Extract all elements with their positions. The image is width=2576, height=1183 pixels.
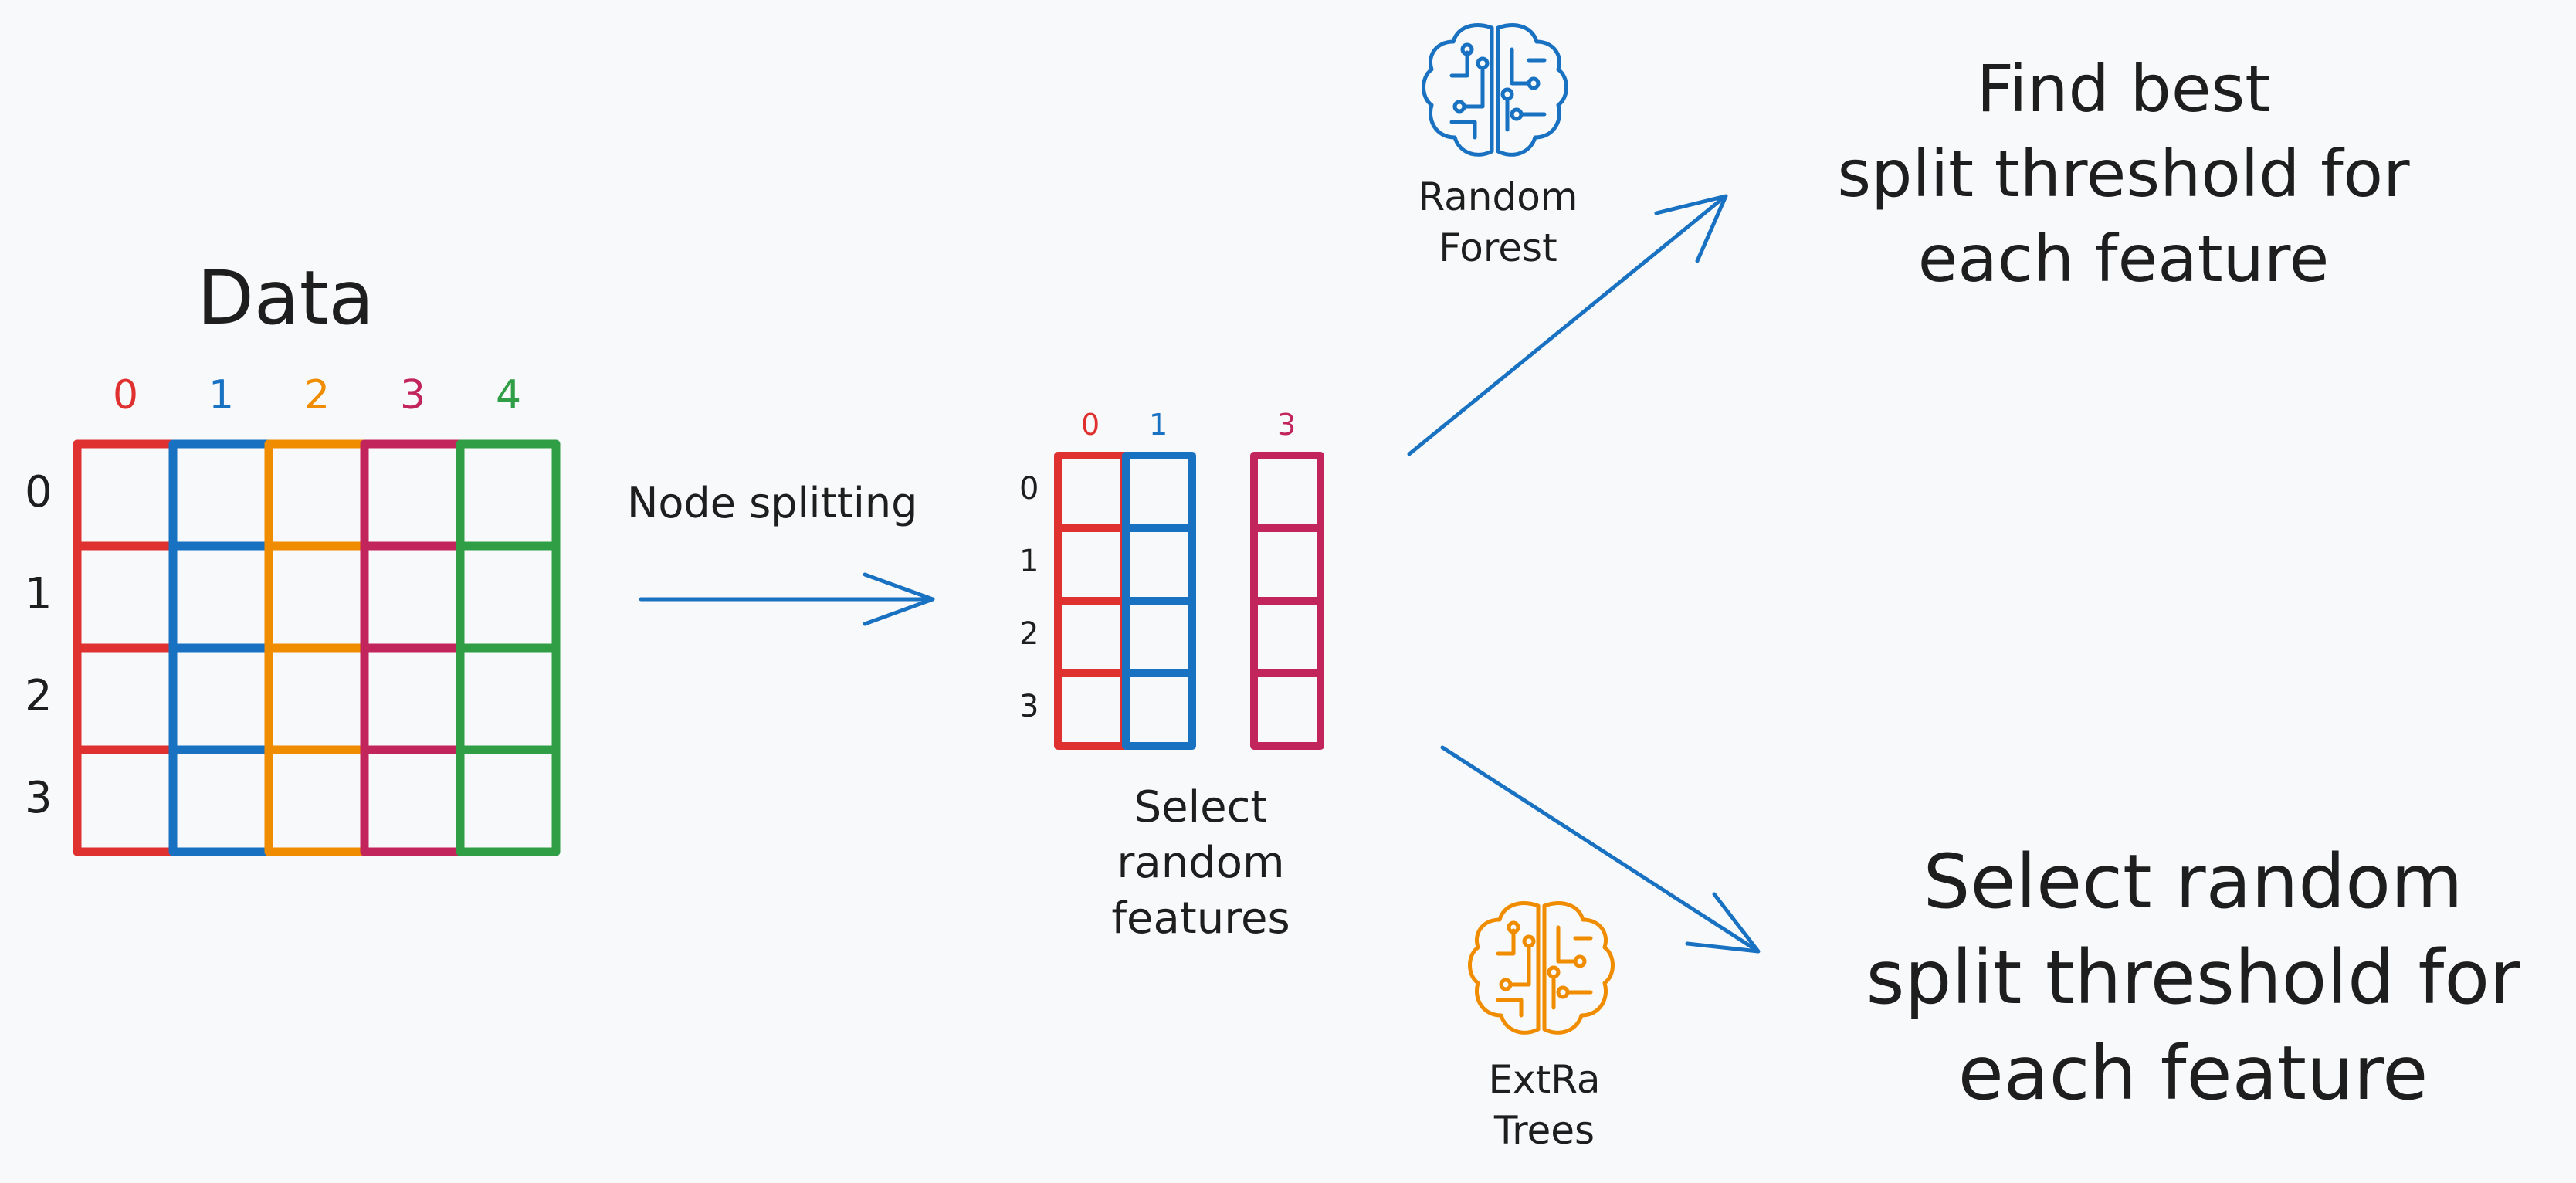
data-cell [168,439,273,551]
selected-cell [1250,452,1324,532]
random-forest-label-line-1: Random [1418,175,1578,219]
selected-cell [1122,597,1196,677]
node-splitting-arrow [639,572,935,626]
data-cell [456,745,561,856]
data-cell [456,439,561,551]
data-column-label: 0 [113,372,139,419]
data-cell [73,745,178,856]
et-outcome-line-1: Select random [1923,839,2463,925]
data-cell [168,745,273,856]
selected-row-label: 0 [1019,471,1039,507]
rf-outcome-line-2: split threshold for [1837,136,2410,212]
data-row-label: 2 [25,671,53,721]
extra-trees-label: ExtRa Trees [1436,1054,1652,1156]
selected-cell [1054,669,1128,750]
data-cell [264,439,369,551]
caption-line-3: features [1111,893,1290,944]
random-forest-label-line-2: Forest [1439,225,1557,270]
selected-cell [1250,524,1324,605]
selected-cell [1054,524,1128,605]
selected-cell [1250,669,1324,750]
selected-row-label: 1 [1019,544,1039,579]
random-forest-label: Random Forest [1390,171,1606,273]
data-cell [456,541,561,653]
selected-cell [1054,597,1128,677]
random-forest-brain-circuit-icon [1422,23,1568,157]
selected-row-label: 3 [1019,689,1039,724]
selected-features-grid [1054,452,1324,750]
data-cell [73,439,178,551]
caption-line-1: Select [1134,782,1268,832]
data-column-label: 3 [400,372,426,419]
data-cell [360,643,465,754]
data-cell [73,643,178,754]
data-row-label: 0 [25,467,53,517]
et-outcome-line-2: split threshold for [1866,934,2520,1021]
extra-trees-brain-circuit-icon [1468,901,1615,1035]
selected-cell [1250,597,1324,677]
data-cell [360,541,465,653]
data-row-label: 3 [25,773,53,823]
selected-column-label: 1 [1149,408,1168,442]
random-forest-outcome: Find best split threshold for each featu… [1768,46,2479,301]
rf-outcome-line-3: each feature [1917,221,2330,297]
data-cell [168,541,273,653]
data-column-label: 2 [304,372,330,419]
data-cell [264,745,369,856]
data-title: Data [197,255,375,341]
select-random-features-caption: Select random features [1077,780,1324,947]
data-cell [360,439,465,551]
data-cell [456,643,561,754]
data-cell [264,541,369,653]
extra-trees-outcome: Select random split threshold for each f… [1807,834,2576,1121]
selected-cell [1054,452,1128,532]
data-column-label: 1 [208,372,235,419]
data-cell [168,643,273,754]
extra-trees-label-line-2: Trees [1493,1108,1595,1153]
selected-cell [1122,524,1196,605]
data-cell [264,643,369,754]
et-outcome-line-3: each feature [1957,1030,2429,1117]
data-grid [73,439,561,856]
rf-outcome-line-1: Find best [1976,51,2271,127]
selected-column-label: 3 [1277,408,1296,442]
selected-column-label: 0 [1081,408,1100,442]
node-splitting-label: Node splitting [627,479,918,527]
extra-trees-arrow [1440,745,1761,954]
extra-trees-label-line-1: ExtRa [1488,1057,1601,1102]
selected-row-label: 2 [1019,616,1039,652]
selected-cell [1122,669,1196,750]
data-row-label: 1 [25,569,53,619]
data-cell [360,745,465,856]
data-column-label: 4 [496,372,522,419]
random-forest-arrow [1407,194,1728,456]
data-cell [73,541,178,653]
selected-cell [1122,452,1196,532]
caption-line-2: random [1117,838,1285,888]
